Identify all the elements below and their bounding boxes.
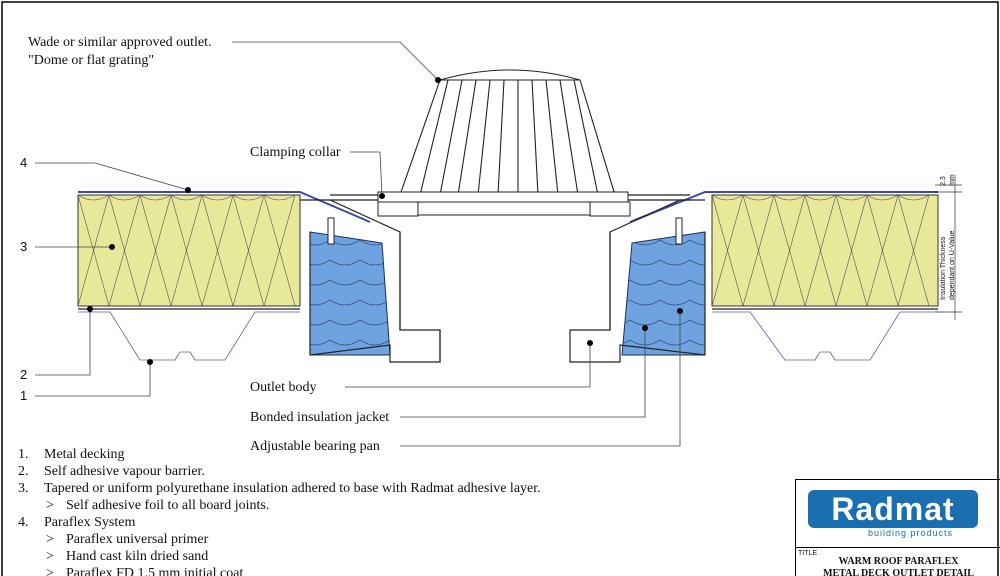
marker-4: 4	[20, 155, 28, 170]
bonded-jacket-label: Bonded insulation jacket	[250, 410, 390, 425]
title-label: TITLE	[798, 550, 818, 557]
dim-top-unit: mm	[949, 174, 956, 186]
metal-deck	[78, 311, 938, 361]
title-separator	[796, 547, 1000, 548]
title-block: Radmat building products TITLE WARM ROOF…	[795, 479, 1000, 576]
outlet-body-label: Outlet body	[250, 380, 317, 395]
leader-lines	[35, 41, 681, 447]
outlet-callout: Wade or similar approved outlet.	[28, 35, 212, 50]
clamping-collar-label: Clamping collar	[250, 145, 341, 160]
clamping-collar	[377, 191, 631, 217]
title-line-1: WARM ROOF PARAFLEX	[838, 556, 959, 567]
radmat-logo: Radmat building products	[808, 490, 978, 538]
marker-3: 3	[20, 239, 28, 254]
left-insulation	[77, 193, 301, 308]
right-jacket	[621, 231, 706, 356]
dim-thickness-2: dependant on U-Value	[949, 230, 956, 300]
leader-dots	[87, 77, 683, 365]
outlet-callout-sub: "Dome or flat grating"	[28, 53, 155, 68]
dim-thickness-1: Insulation Thickness	[940, 236, 947, 300]
right-insulation	[711, 193, 939, 308]
fixing-studs	[327, 217, 683, 245]
bearing-pan-label: Adjustable bearing pan	[250, 439, 380, 454]
title-line-2: METAL DECK OUTLET DETAIL	[823, 568, 974, 576]
marker-2: 2	[20, 367, 28, 382]
dimension-lines	[935, 175, 962, 320]
left-jacket	[309, 231, 391, 356]
dim-top-value: 2.3	[940, 176, 947, 186]
marker-1: 1	[20, 388, 28, 403]
logo-wordmark: Radmat	[808, 490, 978, 528]
logo-tagline: building products	[868, 528, 954, 538]
